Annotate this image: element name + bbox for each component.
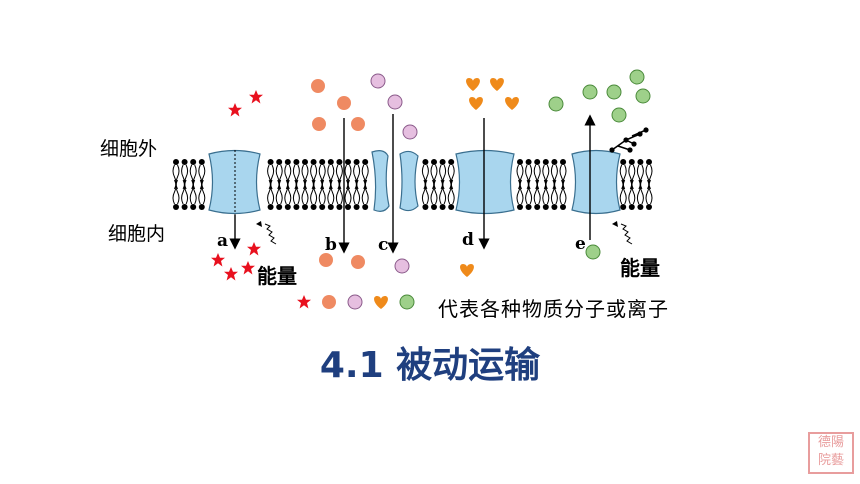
- red-star: [224, 267, 238, 281]
- legend-orange-circle: [322, 295, 336, 309]
- lipid-inner: [335, 179, 343, 211]
- energy-label-a: 能量: [257, 264, 297, 288]
- lipid-inner: [636, 179, 644, 211]
- lipid-inner: [181, 179, 189, 211]
- inside-label: 细胞内: [108, 223, 166, 245]
- orange-heart: [469, 97, 483, 110]
- outside-label: 细胞外: [100, 138, 158, 160]
- green-circle: [548, 96, 564, 112]
- orange-circle: [312, 117, 326, 131]
- lipid-inner: [559, 179, 567, 211]
- energy-squiggle-e: [620, 223, 633, 245]
- carrier-protein-e: [571, 149, 621, 215]
- branch-line: [611, 139, 627, 151]
- pink-circle: [370, 73, 386, 89]
- lipid-inner: [525, 179, 533, 211]
- green-circle: [611, 107, 627, 123]
- orange-circle: [311, 79, 325, 93]
- lipid-inner: [439, 179, 447, 211]
- orange-circle: [351, 117, 365, 131]
- legend-pink-circle: [347, 294, 363, 310]
- lipid-inner: [172, 179, 180, 211]
- carrier-protein-d: [455, 149, 515, 215]
- lipid-inner: [275, 179, 283, 211]
- lipid-inner: [353, 179, 361, 211]
- lipid-inner: [447, 179, 455, 211]
- green-circle: [606, 84, 622, 100]
- orange-heart: [466, 78, 480, 91]
- lipid-inner: [516, 179, 524, 211]
- legend-star: [297, 295, 311, 309]
- legend-symbols: [297, 294, 415, 310]
- orange-circle: [319, 253, 333, 267]
- channel-label-b: b: [325, 235, 337, 255]
- pink-circle: [402, 124, 418, 140]
- channel-protein-c-left: [371, 150, 390, 212]
- energy-arrowhead-e: [612, 221, 618, 227]
- red-star: [211, 253, 225, 267]
- lipid-inner: [430, 179, 438, 211]
- lipid-inner: [533, 179, 541, 211]
- red-star: [241, 261, 255, 275]
- lipid-inner: [292, 179, 300, 211]
- pink-circle: [394, 258, 410, 274]
- orange-heart: [460, 264, 474, 277]
- orange-circle: [337, 96, 351, 110]
- legend-green-circle: [399, 294, 415, 310]
- channel-label-c: c: [378, 235, 389, 255]
- lipid-inner: [267, 179, 275, 211]
- red-star: [247, 242, 261, 256]
- page-title: 4.1 被动运输: [319, 345, 541, 386]
- lipid-inner: [628, 179, 636, 211]
- lipid-inner: [198, 179, 206, 211]
- orange-heart: [490, 78, 504, 91]
- branch-node: [609, 147, 615, 153]
- energy-arrowhead-a: [256, 221, 262, 227]
- lipid-inner: [318, 179, 326, 211]
- lipid-inner: [421, 179, 429, 211]
- channel-label-e: e: [575, 234, 586, 254]
- channel-protein-c-right: [399, 150, 419, 212]
- branch-node: [637, 131, 643, 137]
- lipid-inner: [310, 179, 318, 211]
- red-star: [249, 90, 263, 104]
- membrane-proteins: [208, 149, 621, 215]
- lipid-inner: [344, 179, 352, 211]
- red-star: [228, 103, 242, 117]
- lipid-inner: [645, 179, 653, 211]
- green-circle: [582, 84, 598, 100]
- lipid-inner: [550, 179, 558, 211]
- lipid-inner: [301, 179, 309, 211]
- branch-node: [643, 127, 649, 133]
- solute-molecules: [211, 69, 651, 281]
- seal-stamp: 德陽院藝: [808, 432, 854, 474]
- lipid-inner: [189, 179, 197, 211]
- legend-text: 代表各种物质分子或离子: [438, 297, 669, 321]
- lipid-inner: [327, 179, 335, 211]
- green-circle: [635, 88, 651, 104]
- lipid-inner: [361, 179, 369, 211]
- channel-label-d: d: [462, 230, 474, 250]
- energy-label-e: 能量: [620, 256, 660, 280]
- branch-node: [623, 137, 629, 143]
- branch-node: [627, 147, 633, 153]
- lipid-inner: [542, 179, 550, 211]
- orange-circle: [351, 255, 365, 269]
- legend-heart: [374, 296, 388, 309]
- transport-arrows: [229, 114, 633, 254]
- green-circle: [629, 69, 645, 85]
- energy-squiggle-a: [264, 223, 277, 245]
- pink-circle: [387, 94, 403, 110]
- branch-node: [631, 141, 637, 147]
- branched-molecule: [609, 127, 649, 153]
- channel-label-a: a: [217, 231, 229, 251]
- green-circle: [585, 244, 601, 260]
- lipid-inner: [284, 179, 292, 211]
- lipid-inner: [619, 179, 627, 211]
- orange-heart: [505, 97, 519, 110]
